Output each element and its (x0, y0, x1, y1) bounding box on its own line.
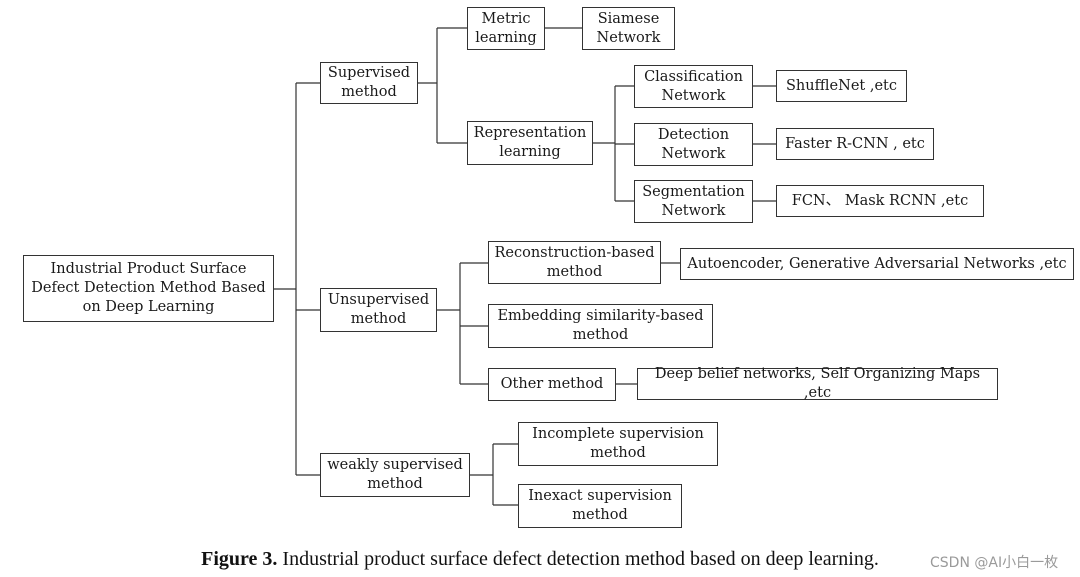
node-incomplete-supervision: Incomplete supervision method (518, 422, 718, 466)
caption-label: Figure 3. (201, 548, 278, 570)
node-faster-rcnn: Faster R-CNN , etc (776, 128, 934, 160)
node-inexact-supervision: Inexact supervision method (518, 484, 682, 528)
node-reconstruction-based: Reconstruction-based method (488, 241, 661, 284)
node-classification-network: Classification Network (634, 65, 753, 108)
watermark: CSDN @AI小白一枚 (930, 555, 1059, 571)
node-fcn-mask-rcnn: FCN、 Mask RCNN ,etc (776, 185, 984, 217)
node-dbn-som: Deep belief networks, Self Organizing Ma… (637, 366, 998, 401)
node-segmentation-network: Segmentation Network (634, 180, 753, 223)
node-detection-network: Detection Network (634, 123, 753, 166)
node-weakly-supervised: weakly supervised method (320, 453, 470, 497)
node-unsupervised-method: Unsupervised method (320, 288, 437, 332)
caption-text: Industrial product surface defect detect… (277, 548, 879, 570)
node-shufflenet: ShuffleNet ,etc (776, 70, 907, 102)
node-representation-learning: Representation learning (467, 121, 593, 165)
node-autoencoder-gan: Autoencoder, Generative Adversarial Netw… (680, 248, 1074, 280)
node-metric-learning: Metric learning (467, 7, 545, 50)
node-supervised-method: Supervised method (320, 62, 418, 104)
node-embedding-similarity: Embedding similarity-based method (488, 304, 713, 348)
node-root: Industrial Product Surface Defect Detect… (23, 255, 274, 322)
node-siamese-network: Siamese Network (582, 7, 675, 50)
node-other-method: Other method (488, 368, 616, 401)
figure-caption: Figure 3. Industrial product surface def… (0, 548, 1080, 571)
